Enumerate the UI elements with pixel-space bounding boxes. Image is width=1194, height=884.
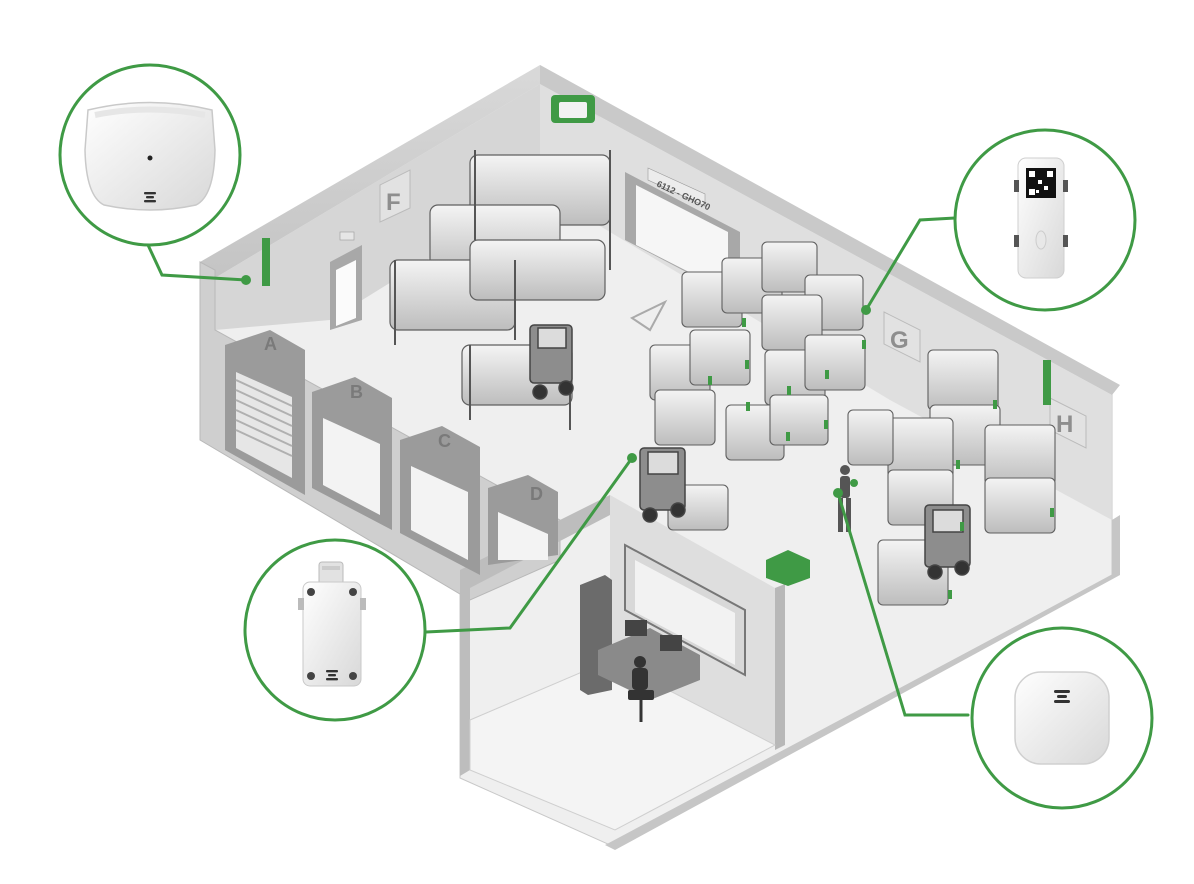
loading-door-a: A (225, 330, 305, 495)
door-label-d: D (530, 484, 543, 504)
back-left-wall-face (215, 84, 540, 330)
floor-gateway-marker (766, 550, 810, 586)
enclosure-sensor-device-icon (298, 561, 366, 687)
qr-sensor-device-icon (1014, 157, 1068, 279)
loading-door-c: C (400, 426, 480, 575)
forklift-zone-h (924, 504, 971, 580)
door-label-c: C (438, 431, 451, 451)
loading-doors: A B C D (225, 330, 558, 575)
door-label-a: A (264, 334, 277, 354)
zone-label-h: H (1056, 411, 1073, 438)
leader-gateway (146, 243, 248, 282)
in-scene-sensors (262, 95, 1054, 599)
door-label-b: B (350, 382, 363, 402)
monitor-right (660, 635, 682, 651)
racks-zone-g (649, 241, 866, 461)
office-interior (580, 543, 746, 722)
side-doorway (330, 231, 362, 330)
rack-sensor-indicators (708, 318, 1054, 599)
leader-enclosure-sensor (424, 456, 634, 634)
monitor-left (625, 620, 647, 636)
callout-qr-sensor (953, 128, 1137, 312)
loading-door-d: D (488, 475, 558, 565)
office-left-wall (460, 495, 610, 776)
back-right-wall (540, 65, 1120, 395)
leader-qr-sensor (864, 216, 957, 312)
compact-sensor-device-icon (1014, 671, 1110, 765)
zone-label-g: G (890, 327, 909, 354)
zone-sign-g: G (883, 311, 921, 363)
loading-door-b: B (312, 377, 392, 530)
gateway-device-icon (84, 101, 216, 211)
racks-zone-h (667, 349, 1056, 606)
leader-anchor-dots (241, 275, 871, 498)
leader-compact-sensor (836, 491, 970, 717)
callout-ceiling-gateway (58, 63, 242, 247)
wall-sensor-zone-h (1043, 360, 1051, 405)
floor-direction-arrow (629, 299, 668, 332)
zone-sign-f: F (379, 169, 411, 223)
wall-sensor-zone-f (262, 238, 270, 286)
forklift-center (639, 447, 686, 523)
back-left-wall (200, 65, 600, 278)
callout-enclosure-sensor (243, 538, 427, 722)
zone-sign-h: H (1049, 397, 1087, 449)
callout-leader-lines (146, 216, 970, 717)
office-right-wall (775, 584, 785, 750)
back-dock-doorway: 6112 - GHO70 (625, 167, 740, 300)
office-worker (628, 656, 654, 722)
callout-compact-sensor (970, 626, 1154, 810)
zone-label-f: F (386, 189, 401, 216)
forklift-zone-f (529, 324, 574, 400)
